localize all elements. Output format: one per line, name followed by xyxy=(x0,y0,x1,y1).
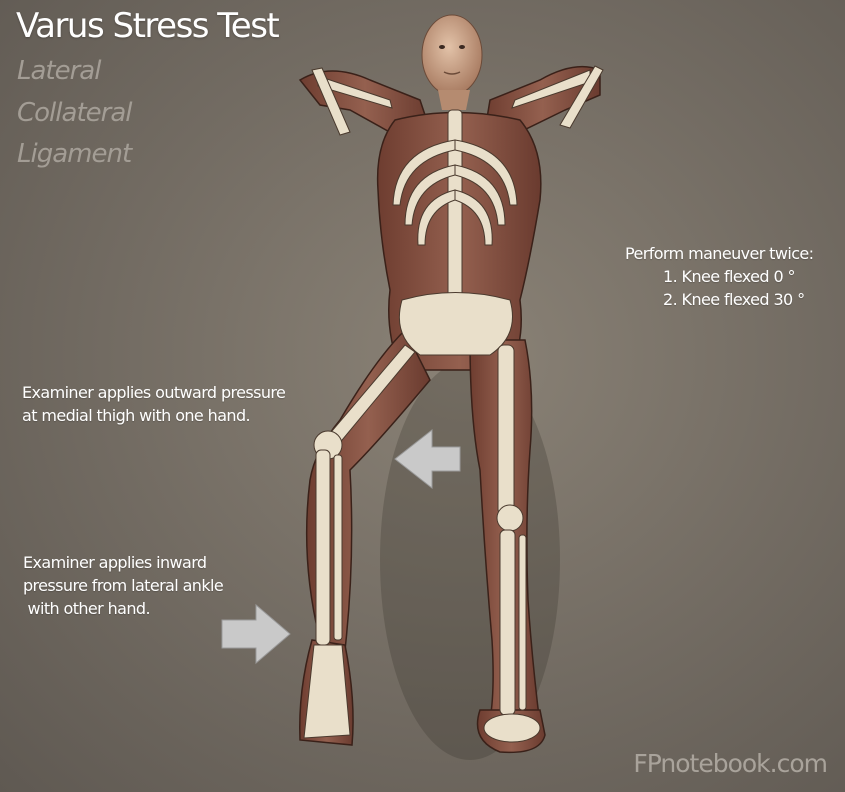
ankle-note-line-1: Examiner applies inward xyxy=(23,553,207,572)
ankle-note-line-2: pressure from lateral ankle xyxy=(23,576,224,595)
ankle-note-line-3: with other hand. xyxy=(23,599,150,618)
thigh-note-line-1: Examiner applies outward pressure xyxy=(22,383,286,402)
maneuver-item-1: 1. Knee flexed 0 ° xyxy=(663,267,796,286)
thigh-pressure-arrow xyxy=(394,428,461,490)
thigh-note-line-2: at medial thigh with one hand. xyxy=(22,406,251,425)
maneuver-note: Perform maneuver twice: 1. Knee flexed 0… xyxy=(625,242,814,311)
head xyxy=(421,14,483,110)
subtitle-line-2: Collateral xyxy=(17,98,132,128)
ankle-pressure-arrow xyxy=(221,603,291,665)
skeleton xyxy=(303,65,604,743)
page-title: Varus Stress Test xyxy=(16,6,280,46)
ankle-pressure-note: Examiner applies inward pressure from la… xyxy=(23,551,224,620)
watermark: FPnotebook.com xyxy=(633,749,828,778)
maneuver-item-2: 2. Knee flexed 30 ° xyxy=(663,290,805,309)
subtitle-line-3: Ligament xyxy=(17,139,132,169)
thigh-pressure-note: Examiner applies outward pressure at med… xyxy=(22,381,286,427)
maneuver-heading: Perform maneuver twice: xyxy=(625,244,814,263)
subtitle-line-1: Lateral xyxy=(17,56,101,86)
